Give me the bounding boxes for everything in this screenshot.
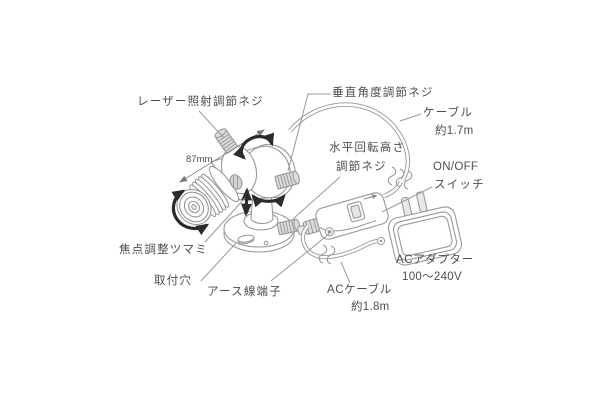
control-box [296,192,389,240]
focus-rotate-arrow [171,189,210,236]
leader-cable [399,113,422,122]
label-ac-cable-length: 約1.8m [351,301,390,313]
label-focus-knob: 焦点調整ツマミ [119,244,208,256]
mount-hole-slot [237,234,255,245]
label-switch: スイッチ [434,179,485,191]
leader-lines [198,93,433,284]
label-ac-adapter-voltage: 100〜240V [402,271,462,283]
leader-focus-knob [204,197,246,243]
label-horizontal-height-screw-line2: 調節ネジ [336,161,387,173]
label-laser-adjust-screw: レーザー照射調節ネジ [137,96,264,108]
laser-screw-rotate-arrow [232,132,275,160]
ac-cable [300,224,386,265]
leader-earth-terminal [270,233,330,282]
label-cable-length: 約1.7m [435,125,474,137]
cable-break-squiggle [318,244,336,265]
label-horizontal-height-screw-line1: 水平回転高さ [329,142,406,154]
label-mount-hole: 取付穴 [154,275,193,287]
leader-mount-hole [200,242,237,282]
label-vertical-angle-screw: 垂直角度調節ネジ [332,87,434,99]
label-on-off: ON/OFF [433,161,479,173]
earth-terminal [324,227,335,237]
laser-head-unit [176,128,301,253]
leader-horizontal-screw [292,176,341,220]
on-off-switch[interactable] [346,201,366,223]
leader-switch [381,186,433,213]
height-up-down-arrow [240,187,253,217]
label-earth-terminal: アース線端子 [207,286,282,298]
horizontal-rotate-arrow [251,194,286,208]
label-dimension-87mm: 87mm [186,154,213,165]
label-ac-adapter: ACアダプター [396,254,474,266]
leader-ac-cable [340,261,351,284]
ac-adapter [387,191,463,266]
label-cable: ケーブル [423,107,474,119]
vertical-angle-screw [274,170,300,190]
height-adjust-screw [276,218,301,236]
leader-vertical-screw [287,93,331,172]
laser-cable [288,102,413,199]
leader-laser-screw [198,110,225,139]
label-ac-cable: ACケーブル [327,284,392,296]
cable-break-squiggle [387,166,413,190]
dc-plug [376,236,386,246]
adjust-arrows [171,132,286,236]
switch-direction-arrow [363,194,378,200]
